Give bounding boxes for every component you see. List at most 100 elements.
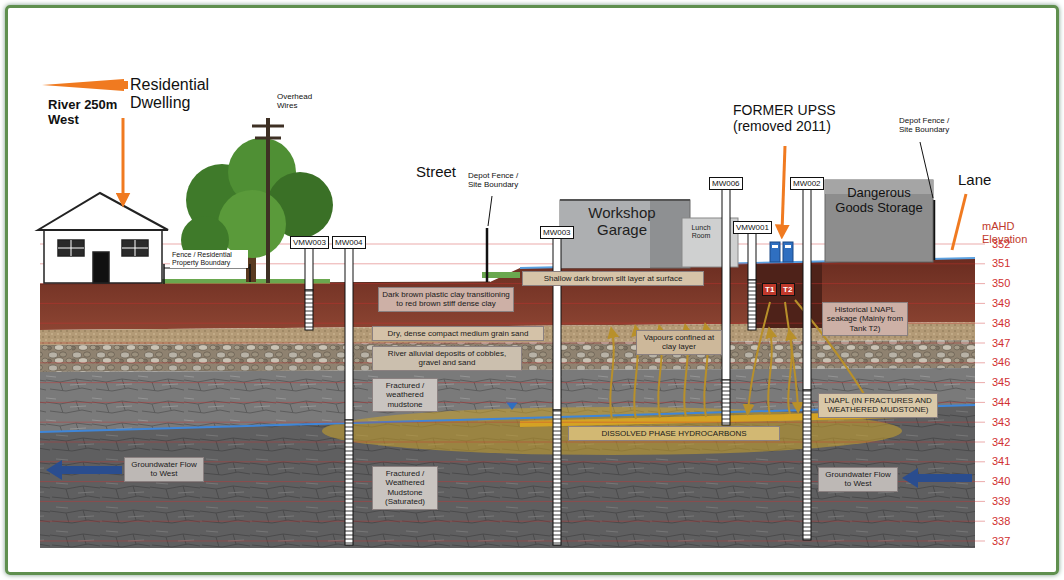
feature-label: Residential Dwelling xyxy=(130,76,230,113)
feature-label: Lane xyxy=(958,171,1003,188)
power-pole xyxy=(252,125,284,128)
well-label: MW006 xyxy=(709,177,743,190)
leader-line xyxy=(488,196,492,226)
direction-label: River 250m West xyxy=(48,98,138,128)
elevation-number: 349 xyxy=(992,297,1010,310)
elevation-number: 344 xyxy=(992,396,1010,409)
monitoring-well xyxy=(305,290,313,330)
power-pole xyxy=(266,118,270,283)
elevation-gridline xyxy=(40,343,985,344)
elevation-number: 343 xyxy=(992,416,1010,429)
elevation-number: 347 xyxy=(992,337,1010,350)
lnapl-label-box: Historical LNAPL seakage (Mainly from Ta… xyxy=(822,302,908,336)
elevation-number: 345 xyxy=(992,376,1010,389)
lnapl-label-box: LNAPL (IN FRACTURES AND WEATHERED MUDSTO… xyxy=(818,393,938,418)
monitoring-well xyxy=(803,390,811,540)
building-label: Workshop Garage xyxy=(572,204,672,239)
house xyxy=(122,240,148,256)
elevation-number: 346 xyxy=(992,356,1010,369)
house xyxy=(93,252,109,283)
former-upss-tank xyxy=(785,245,791,248)
node-text: LNAPL (IN FRACTURES AND WEATHERED MUDSTO… xyxy=(822,396,934,415)
house xyxy=(38,193,168,283)
elevation-gridline xyxy=(40,244,985,541)
vapour-arrow xyxy=(610,328,791,420)
former-upss-tank xyxy=(770,242,780,262)
former-upss-tank xyxy=(783,242,793,262)
elevation-number: 340 xyxy=(992,475,1010,488)
soil-layers xyxy=(40,405,975,548)
monitoring-well xyxy=(722,189,730,380)
building xyxy=(560,199,690,201)
monitoring-well xyxy=(748,233,756,280)
vapour-arrow xyxy=(768,332,771,415)
soil-label-box: Dark brown plastic clay transitioning to… xyxy=(378,287,514,312)
water-table xyxy=(506,402,518,410)
boundary-label: Fence / Residential Property Boundary xyxy=(170,250,248,268)
soil-label-box: Dry, dense compact medium grain sand xyxy=(372,326,544,341)
elevation-number: 337 xyxy=(992,535,1010,548)
elevation-gridline xyxy=(40,283,985,284)
tree xyxy=(218,190,286,258)
node-text: Fractured / weathered mudstone xyxy=(376,381,434,409)
elevation-gridline xyxy=(40,521,985,522)
monitoring-well xyxy=(722,380,730,425)
monitoring-well xyxy=(305,248,313,290)
node-text: Historical LNAPL seakage (Mainly from Ta… xyxy=(826,305,904,333)
elevation-number: 341 xyxy=(992,455,1010,468)
soil-label-box: River alluvial deposits of cobbles, grav… xyxy=(372,346,522,371)
fence-post xyxy=(163,264,165,284)
tank-label: T2 xyxy=(780,283,795,296)
tank-label: T1 xyxy=(762,283,777,296)
building xyxy=(825,180,933,262)
house xyxy=(44,228,162,283)
node-text: DISSOLVED PHASE HYDROCARBONS xyxy=(572,429,776,438)
well-label: MW003 xyxy=(540,226,574,239)
well-label: MW002 xyxy=(790,177,824,190)
building-label: Dangerous Goods Storage xyxy=(830,186,928,216)
node-text: Fractured / Weathered Mudstone (Saturate… xyxy=(376,469,434,507)
leader-line xyxy=(920,142,933,198)
building-label: Lunch Room xyxy=(684,224,718,240)
axis-title: mAHD Elevation xyxy=(982,220,1046,245)
node-text: Groundwater Flow to West xyxy=(128,460,200,479)
node-text: Dry, dense compact medium grain sand xyxy=(376,329,540,338)
elevation-gridline xyxy=(40,501,985,502)
fence-post xyxy=(249,264,251,282)
elevation-gridline xyxy=(40,422,985,423)
vapour-label-box: Vapours confined at clay layer xyxy=(636,330,722,355)
groundwater-arrow xyxy=(902,468,972,488)
former-upss-tank xyxy=(772,245,778,248)
elevation-number: 342 xyxy=(992,436,1010,449)
elevation-number: 338 xyxy=(992,515,1010,528)
elevation-gridline xyxy=(40,541,985,542)
monitoring-well xyxy=(553,238,561,410)
leader-line xyxy=(952,194,966,250)
monitoring-well xyxy=(748,280,756,330)
well-label: MW004 xyxy=(332,236,366,249)
power-pole xyxy=(255,137,281,140)
power-pole xyxy=(252,118,284,283)
soil-label-box: Fractured / Weathered Mudstone (Saturate… xyxy=(372,466,438,510)
house xyxy=(58,248,84,249)
node-text: Groundwater Flow to West xyxy=(822,470,894,489)
vapour-arrow xyxy=(610,332,613,420)
feature-label: FORMER UPSS (removed 2011) xyxy=(733,102,841,134)
well-label: VMW003 xyxy=(290,236,329,249)
building xyxy=(560,200,690,268)
leader-line xyxy=(100,81,128,89)
lnapl-seepage-arrow xyxy=(785,302,798,408)
monitoring-well xyxy=(345,420,353,545)
monitoring-well xyxy=(803,189,811,390)
elevation-number: 339 xyxy=(992,495,1010,508)
node-text: River alluvial deposits of cobbles, grav… xyxy=(376,349,518,368)
well-label: VMW001 xyxy=(733,221,772,234)
elevation-gridline xyxy=(40,382,985,383)
monitoring-well xyxy=(345,248,353,420)
groundwater-arrow xyxy=(46,460,122,480)
soil-layers xyxy=(40,340,975,372)
house xyxy=(58,240,84,256)
monitoring-well xyxy=(305,189,811,545)
soil-label-box: Shallow dark brown silt layer at surface xyxy=(522,271,704,286)
